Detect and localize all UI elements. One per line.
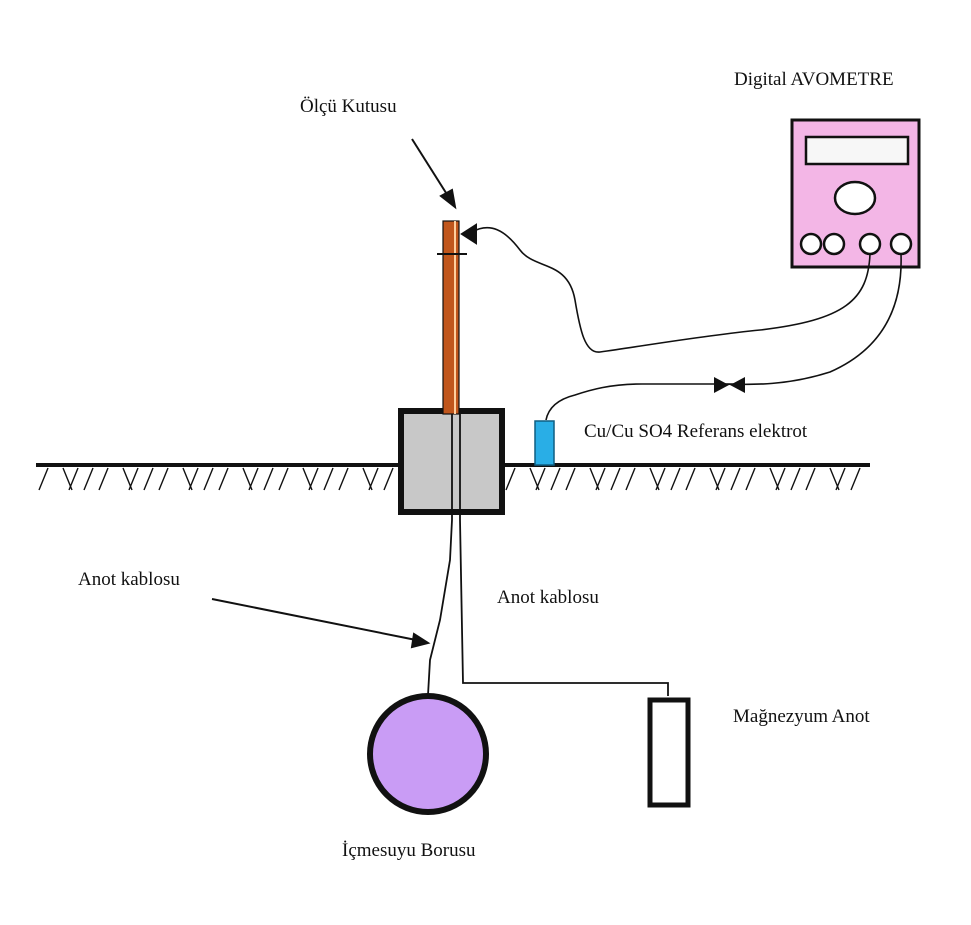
ground-hatch — [670, 467, 681, 491]
ground-hatch — [625, 467, 636, 491]
ground-hatch — [248, 467, 259, 491]
ground-hatch — [685, 467, 696, 491]
label-multimeter: Digital AVOMETRE — [734, 69, 894, 90]
test-post — [437, 220, 467, 415]
ground-hatch — [308, 467, 319, 491]
label-anode-cable-left: Anot kablosu — [78, 569, 180, 590]
ground-hatch — [98, 467, 109, 491]
label-magnesium-anode: Mağnezyum Anot — [733, 706, 870, 727]
ground-hatch — [505, 467, 516, 491]
ground-hatch — [263, 467, 274, 491]
ground-hatch — [323, 467, 334, 491]
ground-hatch — [835, 467, 846, 491]
ground-hatch — [805, 467, 816, 491]
ground-hatch — [715, 467, 726, 491]
ground-hatch — [278, 467, 289, 491]
label-anode-cable-right: Anot kablosu — [497, 587, 599, 608]
ground-hatch — [218, 467, 229, 491]
arrow-anode-cable — [211, 598, 417, 641]
multimeter — [790, 118, 921, 269]
ground-hatch — [368, 467, 379, 491]
ground-hatch — [565, 467, 576, 491]
label-measurement-box: Ölçü Kutusu — [300, 96, 397, 117]
arrows — [211, 138, 477, 649]
ground-hatch — [383, 467, 394, 491]
water-pipe — [367, 693, 489, 815]
ground-hatch — [68, 467, 79, 491]
ground-hatch — [83, 467, 94, 491]
ground-hatch — [655, 467, 666, 491]
ground-hatch — [610, 467, 621, 491]
ground-hatch — [595, 467, 606, 491]
label-reference-electrode: Cu/Cu SO4 Referans elektrot — [584, 421, 808, 442]
ground-hatch — [188, 467, 199, 491]
label-water-pipe: İçmesuyu Borusu — [342, 840, 476, 861]
ground-hatch — [158, 467, 169, 491]
ground-hatch — [203, 467, 214, 491]
anode-cables — [427, 414, 669, 696]
magnesium-anode — [647, 697, 691, 808]
ground-hatch — [128, 467, 139, 491]
ground-hatch — [143, 467, 154, 491]
ground-hatch — [775, 467, 786, 491]
ground-hatch — [790, 467, 801, 491]
ground-hatch — [550, 467, 561, 491]
arrow-post-terminal — [460, 223, 477, 245]
ground-hatch — [850, 467, 861, 491]
ground-hatch — [535, 467, 546, 491]
ground-hatch — [745, 467, 756, 491]
arrow-measurement-box — [411, 138, 449, 197]
ground-hatch — [38, 467, 49, 491]
reference-electrode — [534, 420, 555, 466]
ground-hatch — [338, 467, 349, 491]
ground-hatch — [730, 467, 741, 491]
valve-icon — [714, 377, 745, 393]
